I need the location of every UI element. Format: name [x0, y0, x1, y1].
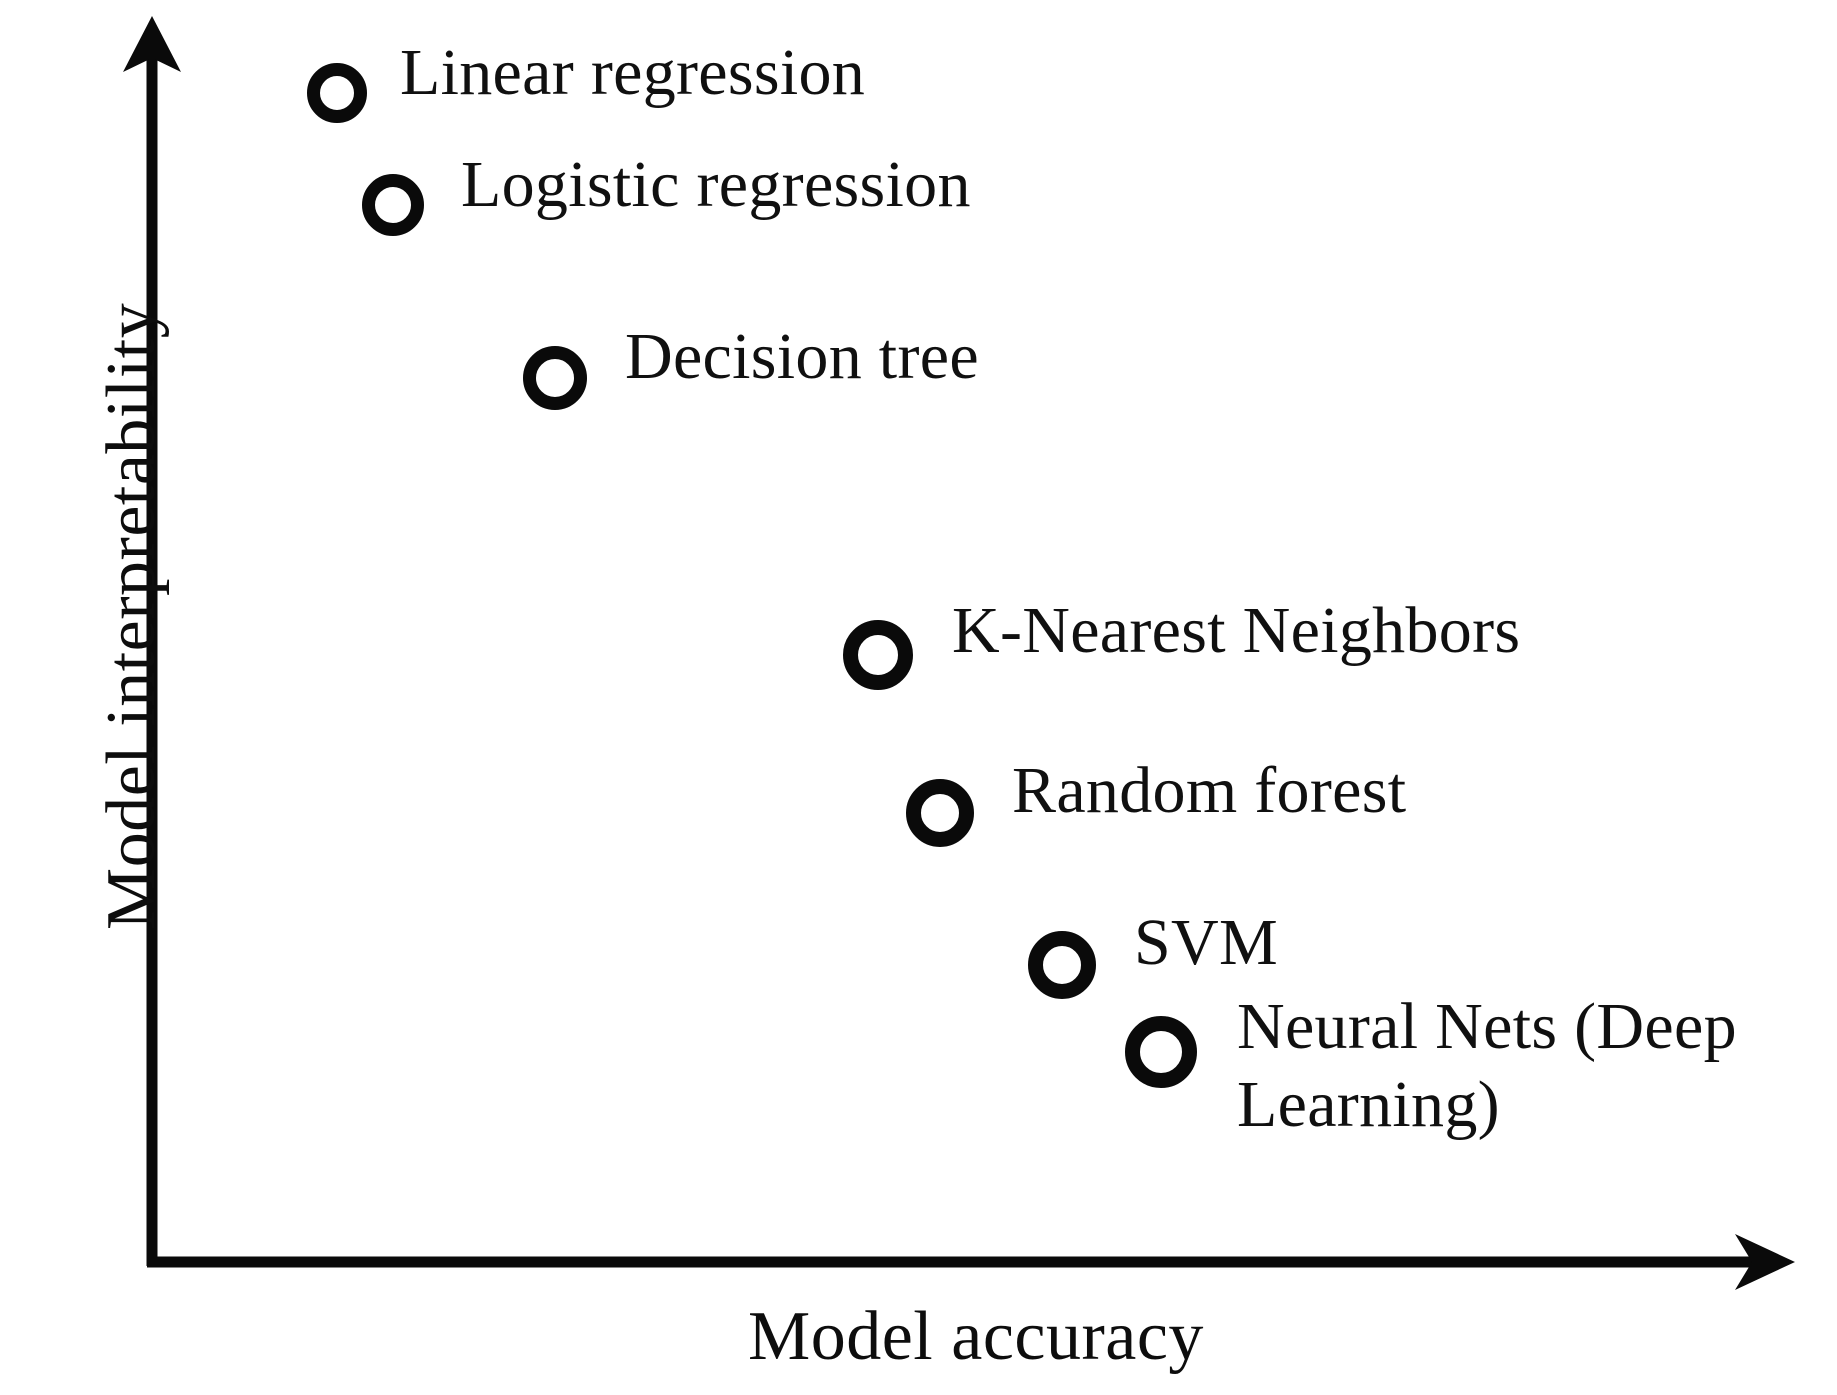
- marker-circle-neural-nets: [1125, 1016, 1197, 1088]
- point-label-linear-regression: Linear regression: [400, 36, 866, 109]
- marker-circle-logistic-regression: [362, 174, 424, 236]
- marker-circle-random-forest: [906, 779, 974, 847]
- point-label-logistic-regression: Logistic regression: [461, 148, 971, 221]
- point-label-random-forest: Random forest: [1012, 754, 1407, 827]
- point-label-decision-tree: Decision tree: [625, 320, 979, 393]
- point-label-k-nearest-neighbors: K-Nearest Neighbors: [952, 594, 1521, 667]
- marker-circle-decision-tree: [523, 346, 587, 410]
- y-axis-title: Model interpretability: [93, 302, 170, 930]
- x-axis-title: Model accuracy: [748, 1298, 1204, 1375]
- marker-circle-k-nearest-neighbors: [843, 620, 913, 690]
- marker-circle-svm: [1028, 931, 1096, 999]
- point-label-svm: SVM: [1134, 906, 1278, 979]
- y-axis-arrowhead: [123, 16, 181, 72]
- point-label-neural-nets: Neural Nets (Deep Learning): [1237, 990, 1737, 1141]
- x-axis-arrowhead: [1735, 1234, 1795, 1290]
- marker-circle-linear-regression: [307, 63, 367, 123]
